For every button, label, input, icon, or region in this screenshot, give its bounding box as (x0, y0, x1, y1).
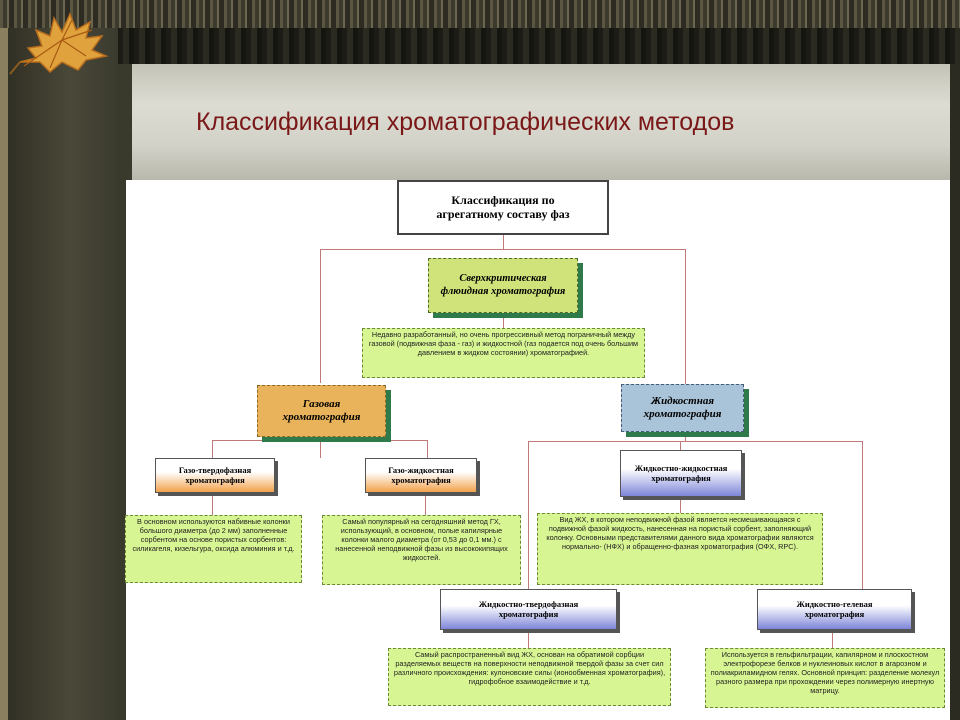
connector-line (425, 493, 426, 515)
connector-line (212, 440, 213, 458)
background-stripe-left (0, 28, 8, 720)
gas-liquid-description: Самый популярный на сегодняшний метод ГХ… (322, 515, 521, 585)
liquid-gel-description: Используется в гельфильтрации, капилярно… (705, 648, 945, 708)
connector-line (320, 437, 321, 458)
maple-leaf-icon (9, 12, 109, 75)
title-band (132, 64, 950, 180)
gas-chromatography-box: Газовая хроматография (257, 385, 386, 437)
connector-line (503, 313, 504, 328)
slide-title: Классификация хроматографических методов (196, 108, 735, 136)
connector-line (680, 497, 681, 513)
connector-line (862, 441, 863, 589)
background-panel-left (0, 28, 118, 720)
connector-line (528, 630, 529, 648)
connector-line (528, 441, 529, 589)
liquid-chromatography-box: Жидкостная хроматография (621, 384, 744, 432)
supercritical-description: Недавно разработанный, но очень прогресс… (362, 328, 645, 378)
liquid-solid-description: Самый распространенный вид ЖХ, основан н… (388, 648, 671, 706)
connector-line (212, 493, 213, 515)
supercritical-chromatography-box: Сверхкритическая флюидная хроматография (428, 258, 578, 313)
connector-line (503, 235, 504, 250)
connector-line (685, 432, 686, 442)
liquid-gel-chromatography-box: Жидкостно-гелевая хроматография (757, 589, 912, 630)
connector-line (528, 441, 863, 442)
liquid-solid-chromatography-box: Жидкостно-твердофазная хроматография (440, 589, 617, 630)
connector-line (832, 630, 833, 648)
background-panel-right (950, 28, 960, 720)
liquid-liquid-description: Вид ЖХ, в котором неподвижной фазой явля… (537, 513, 823, 585)
connector-line (427, 440, 428, 458)
connector-line (212, 440, 427, 441)
gas-solid-description: В основном используются набивные колонки… (125, 515, 302, 583)
background-texture-top (0, 0, 960, 28)
connector-line (320, 249, 321, 383)
background-band-top (118, 28, 960, 64)
connector-line (685, 249, 686, 384)
gas-solid-chromatography-box: Газо-твердофазная хроматография (155, 458, 275, 493)
root-classification-box: Классификация по агрегатному составу фаз (397, 180, 609, 235)
liquid-liquid-chromatography-box: Жидкостно-жидкостная хроматография (620, 450, 742, 497)
connector-line (680, 441, 681, 450)
gas-liquid-chromatography-box: Газо-жидкостная хроматография (365, 458, 477, 493)
connector-line (320, 249, 685, 250)
